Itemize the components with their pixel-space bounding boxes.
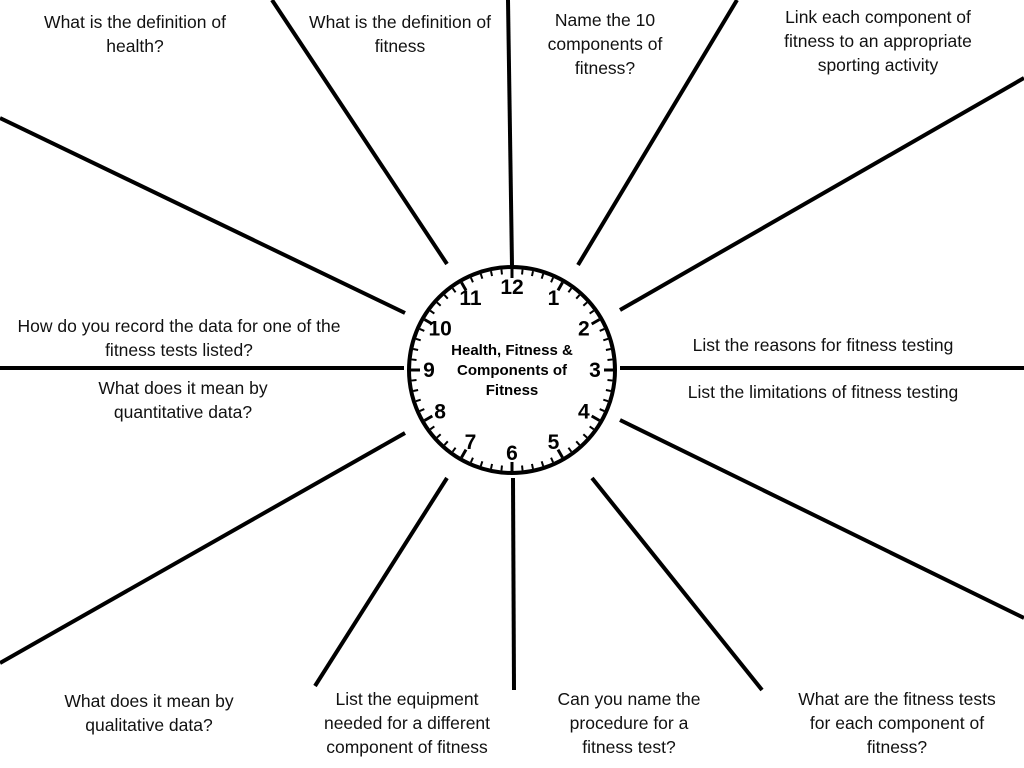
clock-minute-tick bbox=[500, 269, 503, 275]
spoke-line bbox=[511, 477, 516, 691]
clock-minute-tick bbox=[490, 463, 494, 470]
clock-numeral: 7 bbox=[465, 431, 477, 454]
clock-numeral: 2 bbox=[578, 318, 590, 341]
spoke-line bbox=[313, 476, 449, 688]
clock-minute-tick bbox=[605, 388, 612, 392]
clock-minute-tick bbox=[607, 358, 613, 361]
clock-minute-tick bbox=[530, 270, 534, 277]
clock-minute-tick bbox=[443, 294, 449, 300]
clock-numeral: 9 bbox=[423, 359, 435, 382]
clock-minute-tick bbox=[582, 301, 588, 307]
clock-minute-tick bbox=[412, 348, 419, 352]
clock-minute-tick bbox=[500, 465, 503, 471]
clock-minute-tick bbox=[436, 301, 442, 307]
spoke-line bbox=[619, 418, 1024, 620]
clock-minute-tick bbox=[602, 398, 609, 403]
clock-numeral: 3 bbox=[589, 359, 601, 382]
clock-minute-tick bbox=[589, 425, 595, 431]
clock-hour-tick bbox=[423, 414, 434, 422]
question-name-10-components: Name the 10 components of fitness? bbox=[547, 10, 663, 78]
clock-minute-tick bbox=[443, 440, 449, 446]
clock-hour-tick bbox=[590, 414, 601, 422]
clock-minute-tick bbox=[419, 408, 425, 412]
clock-minute-tick bbox=[419, 328, 425, 332]
spoke-line bbox=[576, 0, 739, 267]
clock-minute-tick bbox=[411, 379, 417, 382]
question-record-data: How do you record the data for one of th… bbox=[17, 316, 341, 360]
clock-minute-tick bbox=[451, 287, 457, 293]
clock-minute-tick bbox=[540, 460, 545, 467]
clock-numeral: 11 bbox=[459, 287, 482, 310]
clock-minute-tick bbox=[429, 309, 435, 315]
clock-minute-tick bbox=[479, 273, 484, 280]
question-definition-of-health: What is the definition of health? bbox=[44, 12, 226, 56]
clock-minute-tick bbox=[575, 294, 581, 300]
question-list-equipment: List the equipment needed for a differen… bbox=[323, 689, 491, 757]
clock-minute-tick bbox=[550, 277, 554, 283]
spoke-line bbox=[270, 0, 449, 266]
question-limitations-of-testing: List the limitations of fitness testing bbox=[687, 382, 959, 402]
clock-minute-tick bbox=[530, 463, 534, 470]
clock-numeral: 6 bbox=[506, 442, 518, 465]
clock-minute-tick bbox=[540, 273, 545, 280]
clock-minute-tick bbox=[470, 277, 474, 283]
clock-minute-tick bbox=[567, 287, 573, 293]
clock-hour-tick bbox=[423, 318, 434, 326]
question-tests-for-components: What are the fitness tests for each comp… bbox=[798, 689, 996, 757]
clock-minute-tick bbox=[411, 358, 417, 361]
clock-minute-tick bbox=[415, 337, 422, 342]
clock-minute-tick bbox=[607, 379, 613, 382]
clock-minute-tick bbox=[470, 457, 474, 463]
clock-hour-tick bbox=[460, 448, 468, 459]
clock-numeral: 10 bbox=[428, 318, 451, 341]
question-reasons-for-testing: List the reasons for fitness testing bbox=[692, 335, 954, 355]
clock-minute-tick bbox=[582, 433, 588, 439]
clock-numeral: 5 bbox=[548, 431, 560, 454]
clock-minute-tick bbox=[599, 408, 605, 412]
clock-icon: 12 12 3 45 6 78 9 10 11 bbox=[407, 265, 617, 475]
clock-minute-tick bbox=[599, 328, 605, 332]
clock-hour-tick bbox=[590, 318, 601, 326]
clock-minute-tick bbox=[605, 348, 612, 352]
clock-numeral: 1 bbox=[548, 287, 560, 310]
clock-minute-tick bbox=[575, 440, 581, 446]
clock-minute-tick bbox=[589, 309, 595, 315]
spoke-line bbox=[506, 0, 514, 267]
spoke-line bbox=[619, 76, 1024, 312]
clock-hour-tick bbox=[556, 448, 564, 459]
question-name-procedure: Can you name the procedure for a fitness… bbox=[557, 689, 701, 757]
question-link-components: Link each component of fitness to an app… bbox=[784, 7, 972, 75]
clock-numeral: 4 bbox=[578, 401, 590, 424]
clock-minute-tick bbox=[451, 447, 457, 453]
spoke-line bbox=[0, 116, 406, 315]
center-title: Health, Fitness & Components of Fitness bbox=[451, 342, 573, 399]
clock-hour-tick bbox=[556, 281, 564, 292]
spoke-line bbox=[590, 476, 764, 692]
clock-numeral: 8 bbox=[434, 401, 446, 424]
clock-numeral: 12 bbox=[500, 276, 523, 299]
clock-face bbox=[407, 265, 617, 475]
clock-minute-tick bbox=[567, 447, 573, 453]
clock-minute-tick bbox=[436, 433, 442, 439]
spoke-line bbox=[0, 431, 406, 665]
clock-minute-tick bbox=[521, 269, 524, 275]
clock-minute-tick bbox=[521, 465, 524, 471]
clock-minute-tick bbox=[415, 398, 422, 403]
clock-minute-tick bbox=[550, 457, 554, 463]
clock-minute-tick bbox=[412, 388, 419, 392]
clock-minute-tick bbox=[602, 337, 609, 342]
clock-minute-tick bbox=[429, 425, 435, 431]
question-quantitative-data: What does it mean by quantitative data? bbox=[98, 378, 268, 422]
clock-minute-tick bbox=[479, 460, 484, 467]
clock-hour-tick bbox=[460, 281, 468, 292]
question-qualitative-data: What does it mean by qualitative data? bbox=[64, 691, 234, 735]
question-definition-of-fitness: What is the definition of fitness bbox=[309, 12, 491, 56]
clock-minute-tick bbox=[490, 270, 494, 277]
